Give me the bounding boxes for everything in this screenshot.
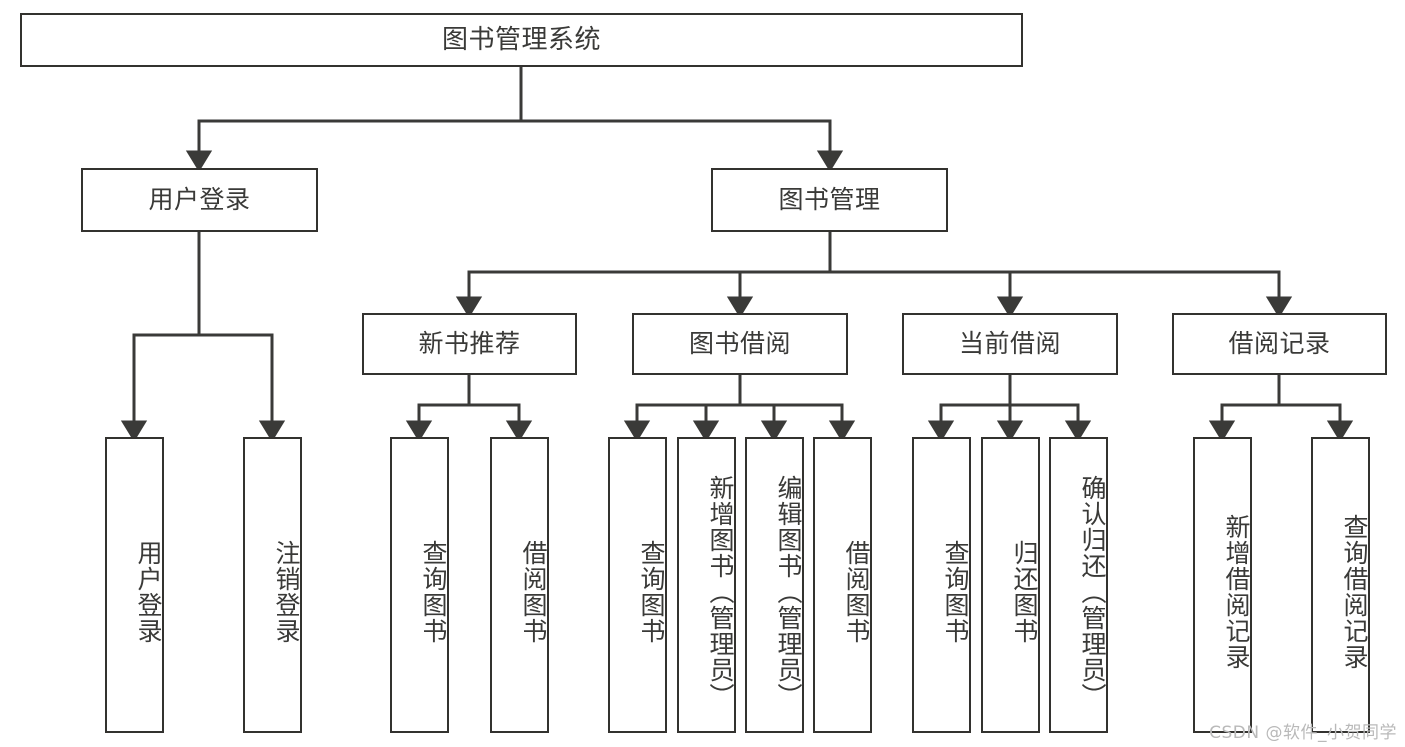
node-leaf-label: 查询图书 — [419, 540, 448, 644]
node-leaf-return-book[interactable]: 归还图书 — [981, 437, 1040, 733]
node-borrow-record[interactable]: 借阅记录 — [1172, 313, 1387, 375]
node-leaf-user-login[interactable]: 用户登录 — [105, 437, 164, 733]
node-current-borrow[interactable]: 当前借阅 — [902, 313, 1118, 375]
node-leaf-label: 归还图书 — [1010, 540, 1039, 644]
node-user-login[interactable]: 用户登录 — [81, 168, 318, 232]
node-leaf-label: 注销登录 — [272, 540, 301, 644]
node-leaf-query-book-3[interactable]: 查询图书 — [912, 437, 971, 733]
node-leaf-logout-login[interactable]: 注销登录 — [243, 437, 302, 733]
node-new-book-recommend[interactable]: 新书推荐 — [362, 313, 577, 375]
node-leaf-label: 编辑图书（管理员） — [774, 475, 803, 709]
node-leaf-label: 新增图书（管理员） — [706, 475, 735, 709]
node-leaf-label: 查询图书 — [637, 540, 666, 644]
node-leaf-label: 借阅图书 — [519, 540, 548, 644]
node-leaf-label: 确认归还（管理员） — [1078, 475, 1107, 709]
node-book-manage[interactable]: 图书管理 — [711, 168, 948, 232]
node-leaf-query-record[interactable]: 查询借阅记录 — [1311, 437, 1370, 733]
node-leaf-label: 新增借阅记录 — [1222, 514, 1251, 670]
node-leaf-add-book[interactable]: 新增图书（管理员） — [677, 437, 736, 733]
node-root[interactable]: 图书管理系统 — [20, 13, 1023, 67]
node-leaf-borrow-book-2[interactable]: 借阅图书 — [813, 437, 872, 733]
node-leaf-query-book-2[interactable]: 查询图书 — [608, 437, 667, 733]
node-leaf-label: 用户登录 — [134, 540, 163, 644]
node-leaf-label: 查询借阅记录 — [1340, 514, 1369, 670]
node-leaf-edit-book[interactable]: 编辑图书（管理员） — [745, 437, 804, 733]
node-leaf-label: 查询图书 — [941, 540, 970, 644]
node-leaf-label: 借阅图书 — [842, 540, 871, 644]
node-leaf-add-record[interactable]: 新增借阅记录 — [1193, 437, 1252, 733]
node-leaf-borrow-book-1[interactable]: 借阅图书 — [490, 437, 549, 733]
node-book-borrow[interactable]: 图书借阅 — [632, 313, 848, 375]
node-leaf-confirm-return[interactable]: 确认归还（管理员） — [1049, 437, 1108, 733]
node-leaf-query-book-1[interactable]: 查询图书 — [390, 437, 449, 733]
